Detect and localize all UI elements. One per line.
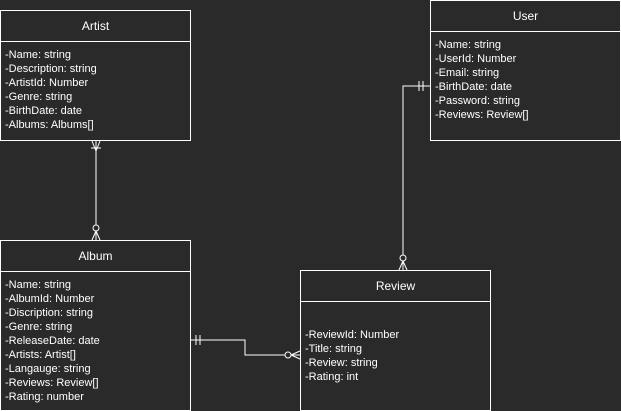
field: -Genre: string [5,321,73,333]
artist-crowfoot-left [91,140,97,152]
entity-user-fields: -Name: string -UserId: Number -Email: st… [431,32,620,122]
field: -Review: string [305,357,378,369]
entity-review-fields: -ReviewId: Number -Title: string -Review… [301,302,490,384]
field: -Langauge: string [5,363,91,375]
entity-album-fields: -Name: string -AlbumId: Number -Discript… [1,272,190,404]
entity-artist-fields: -Name: string -Description: string -Arti… [1,42,190,132]
field: -Reviews: Review[] [5,377,99,389]
field: -Discription: string [5,307,94,319]
field: -Rating: number [5,391,84,403]
relationship-user-review [398,81,430,271]
review-crowfoot-bottom-left [290,354,301,360]
entity-review-title: Review [301,271,490,302]
field: -UserId: Number [435,53,517,65]
field: -Artists: Artist[] [5,349,76,361]
relationship-album-review [191,335,301,360]
field: -Rating: int [305,371,359,383]
review-crowfoot-right-top [402,260,408,271]
entity-review[interactable]: Review -ReviewId: Number -Title: string … [300,270,491,411]
entity-user[interactable]: User -Name: string -UserId: Number -Emai… [430,0,621,141]
field: -Reviews: Review[] [435,109,529,121]
field: -Name: string [435,39,502,51]
album-zero-circle [92,224,100,232]
user-review-line [402,85,430,270]
field: -Title: string [305,343,363,355]
review-crowfoot-left-top [398,260,404,271]
field: -ReleaseDate: date [5,335,100,347]
relationship-artist-album [91,140,101,241]
field: -AlbumId: Number [5,293,95,305]
album-crowfoot-right [95,230,101,241]
field: -Name: string [5,279,72,291]
field: -BirthDate: date [435,81,513,93]
entity-artist[interactable]: Artist -Name: string -Description: strin… [0,10,191,141]
field: -ArtistId: Number [5,77,89,89]
field: -ReviewId: Number [305,329,400,341]
review-zero-circle-left [284,351,292,359]
field: -Password: string [435,95,520,107]
field: -Name: string [5,49,72,61]
field: -Albums: Albums[] [5,119,94,131]
review-zero-circle-top [399,254,407,262]
entity-album[interactable]: Album -Name: string -AlbumId: Number -Di… [0,240,191,411]
album-review-line [191,339,300,356]
artist-crowfoot-right [95,140,101,152]
field: -Genre: string [5,91,73,103]
entity-user-title: User [431,1,620,32]
entity-artist-title: Artist [1,11,190,42]
field: -Description: string [5,63,97,75]
album-crowfoot-left [91,230,97,241]
field: -BirthDate: date [5,105,83,117]
entity-album-title: Album [1,241,190,272]
field: -Email: string [435,67,500,79]
review-crowfoot-top-left [290,350,301,356]
